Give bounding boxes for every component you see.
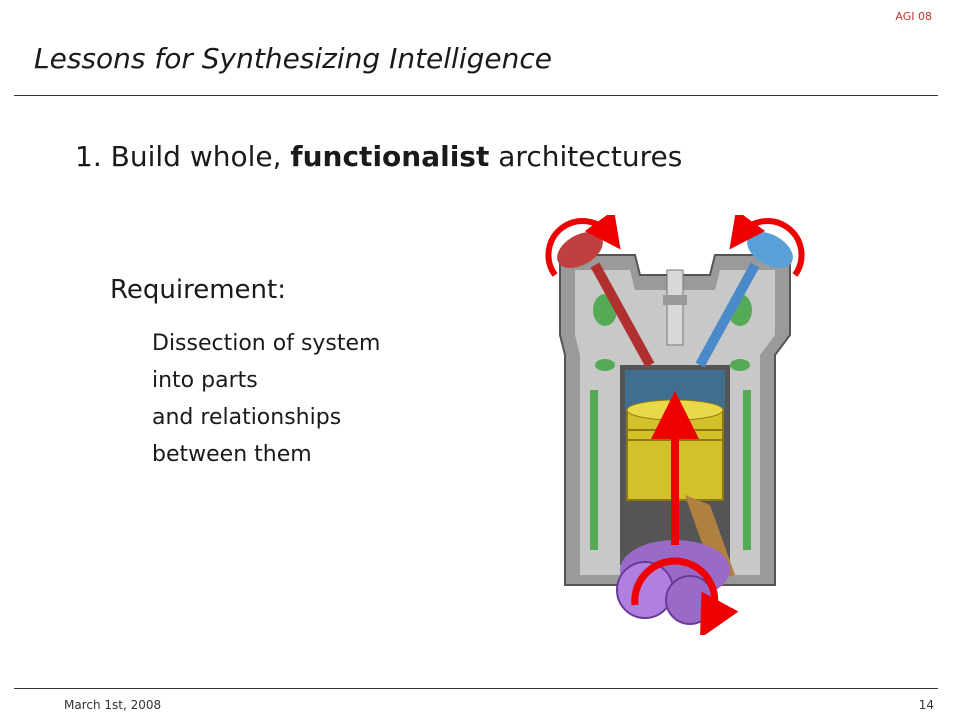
requirement-label: Requirement:: [110, 275, 286, 305]
requirement-line: and relationships: [152, 405, 342, 430]
requirement-text: Dissection of system into parts and rela…: [152, 325, 380, 473]
requirement-line: Dissection of system: [152, 331, 381, 356]
page-number: 14: [918, 698, 934, 712]
slide-title: Lessons for Synthesizing Intelligence: [34, 42, 552, 75]
footer-date: March 1st, 2008: [64, 698, 162, 712]
requirement-line: between them: [152, 442, 312, 467]
footer-divider: [14, 688, 938, 689]
requirement-line: into parts: [152, 368, 258, 393]
header-divider: [14, 95, 938, 96]
heading-after: architectures: [498, 140, 683, 173]
main-heading: 1. Build whole, functionalist architectu…: [75, 140, 682, 173]
heading-bold-term: functionalist: [290, 140, 490, 173]
heading-before: Build whole,: [110, 140, 282, 173]
engine-cutaway-icon: [545, 215, 805, 635]
conference-tag: AGI 08: [895, 10, 932, 23]
heading-number: 1.: [75, 140, 102, 173]
